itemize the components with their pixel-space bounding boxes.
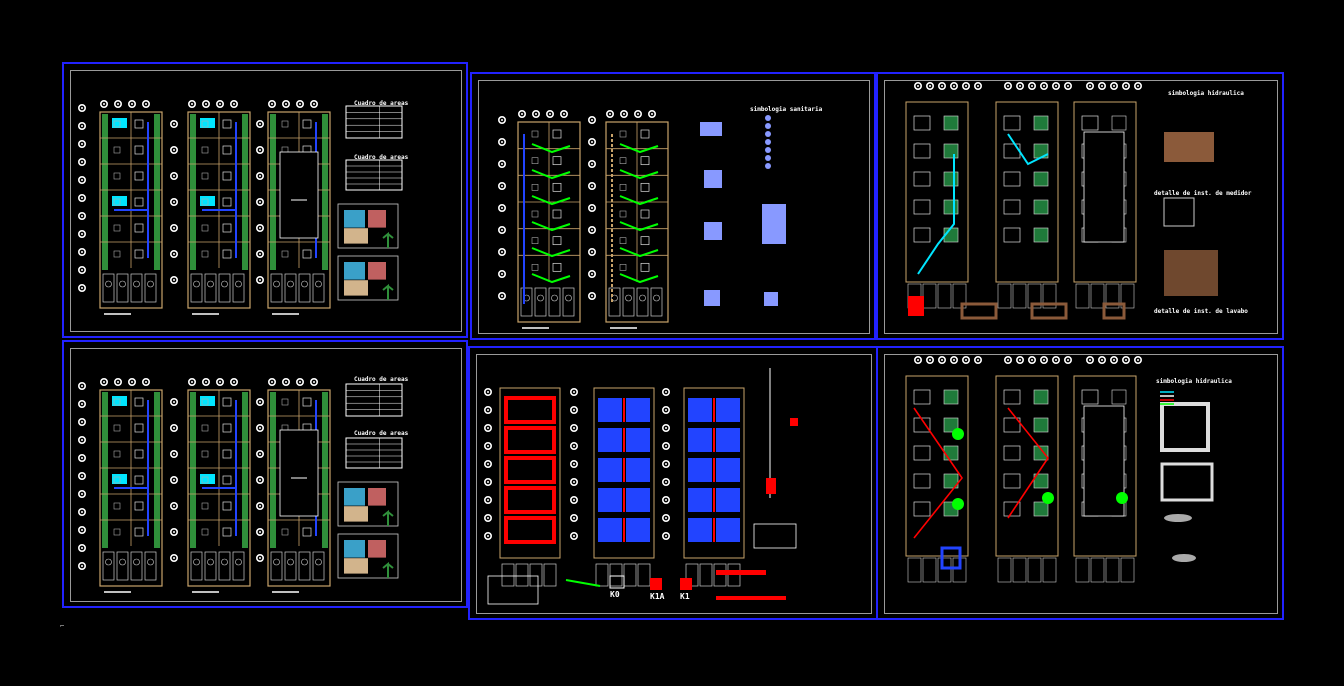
arch-drawing-1: [78, 99, 403, 315]
area-table-title: Cuadro de areas: [354, 100, 409, 107]
sheet-frame: [884, 80, 1278, 334]
footing-label-k1: K1: [680, 592, 690, 601]
sanitary-drawing: [497, 109, 786, 329]
sheet-structure[interactable]: K0 K1A K1: [468, 346, 878, 620]
sheet-sanitary[interactable]: simbologia sanitaria: [470, 72, 876, 340]
area-table-title: Cuadro de areas: [354, 376, 409, 383]
sheet-frame: [70, 348, 462, 602]
sheet-arch-plans-1[interactable]: Cuadro de areas Cuadro de areas: [62, 62, 468, 338]
hydraulic-legend-title: simbologia hidraulica: [1156, 378, 1232, 385]
sheet-frame: [476, 354, 872, 614]
structure-drawing: [484, 368, 798, 605]
sheet-hydraulic-1[interactable]: simbologia hidraulica detalle de inst. d…: [876, 72, 1284, 340]
sheet-arch-plans-2[interactable]: Cuadro de areas Cuadro de areas: [62, 340, 468, 608]
footing-label-k0: K0: [610, 590, 620, 599]
area-table-title: Cuadro de areas: [354, 154, 409, 161]
sheet-frame: [70, 70, 462, 332]
area-table-title: Cuadro de areas: [354, 430, 409, 437]
sheet-hydraulic-2[interactable]: simbologia hidraulica: [876, 346, 1284, 620]
hydraulic-legend-title: simbologia hidraulica: [1168, 90, 1244, 97]
detail-title-medidor: detalle de inst. de medidor: [1154, 190, 1252, 197]
footing-label-k1a: K1A: [650, 592, 665, 601]
hydraulic-drawing-2: [905, 356, 1214, 583]
hydraulic-drawing-1: [905, 82, 1218, 320]
arch-drawing-2: [78, 377, 403, 593]
sanitary-legend-title: simbologia sanitaria: [750, 106, 823, 113]
sheet-frame: [884, 354, 1278, 614]
detail-title-lavabo: detalle de inst. de lavabo: [1154, 308, 1248, 315]
ucs-cursor-icon: ⌐: [60, 622, 65, 630]
sheet-frame: [478, 80, 870, 334]
